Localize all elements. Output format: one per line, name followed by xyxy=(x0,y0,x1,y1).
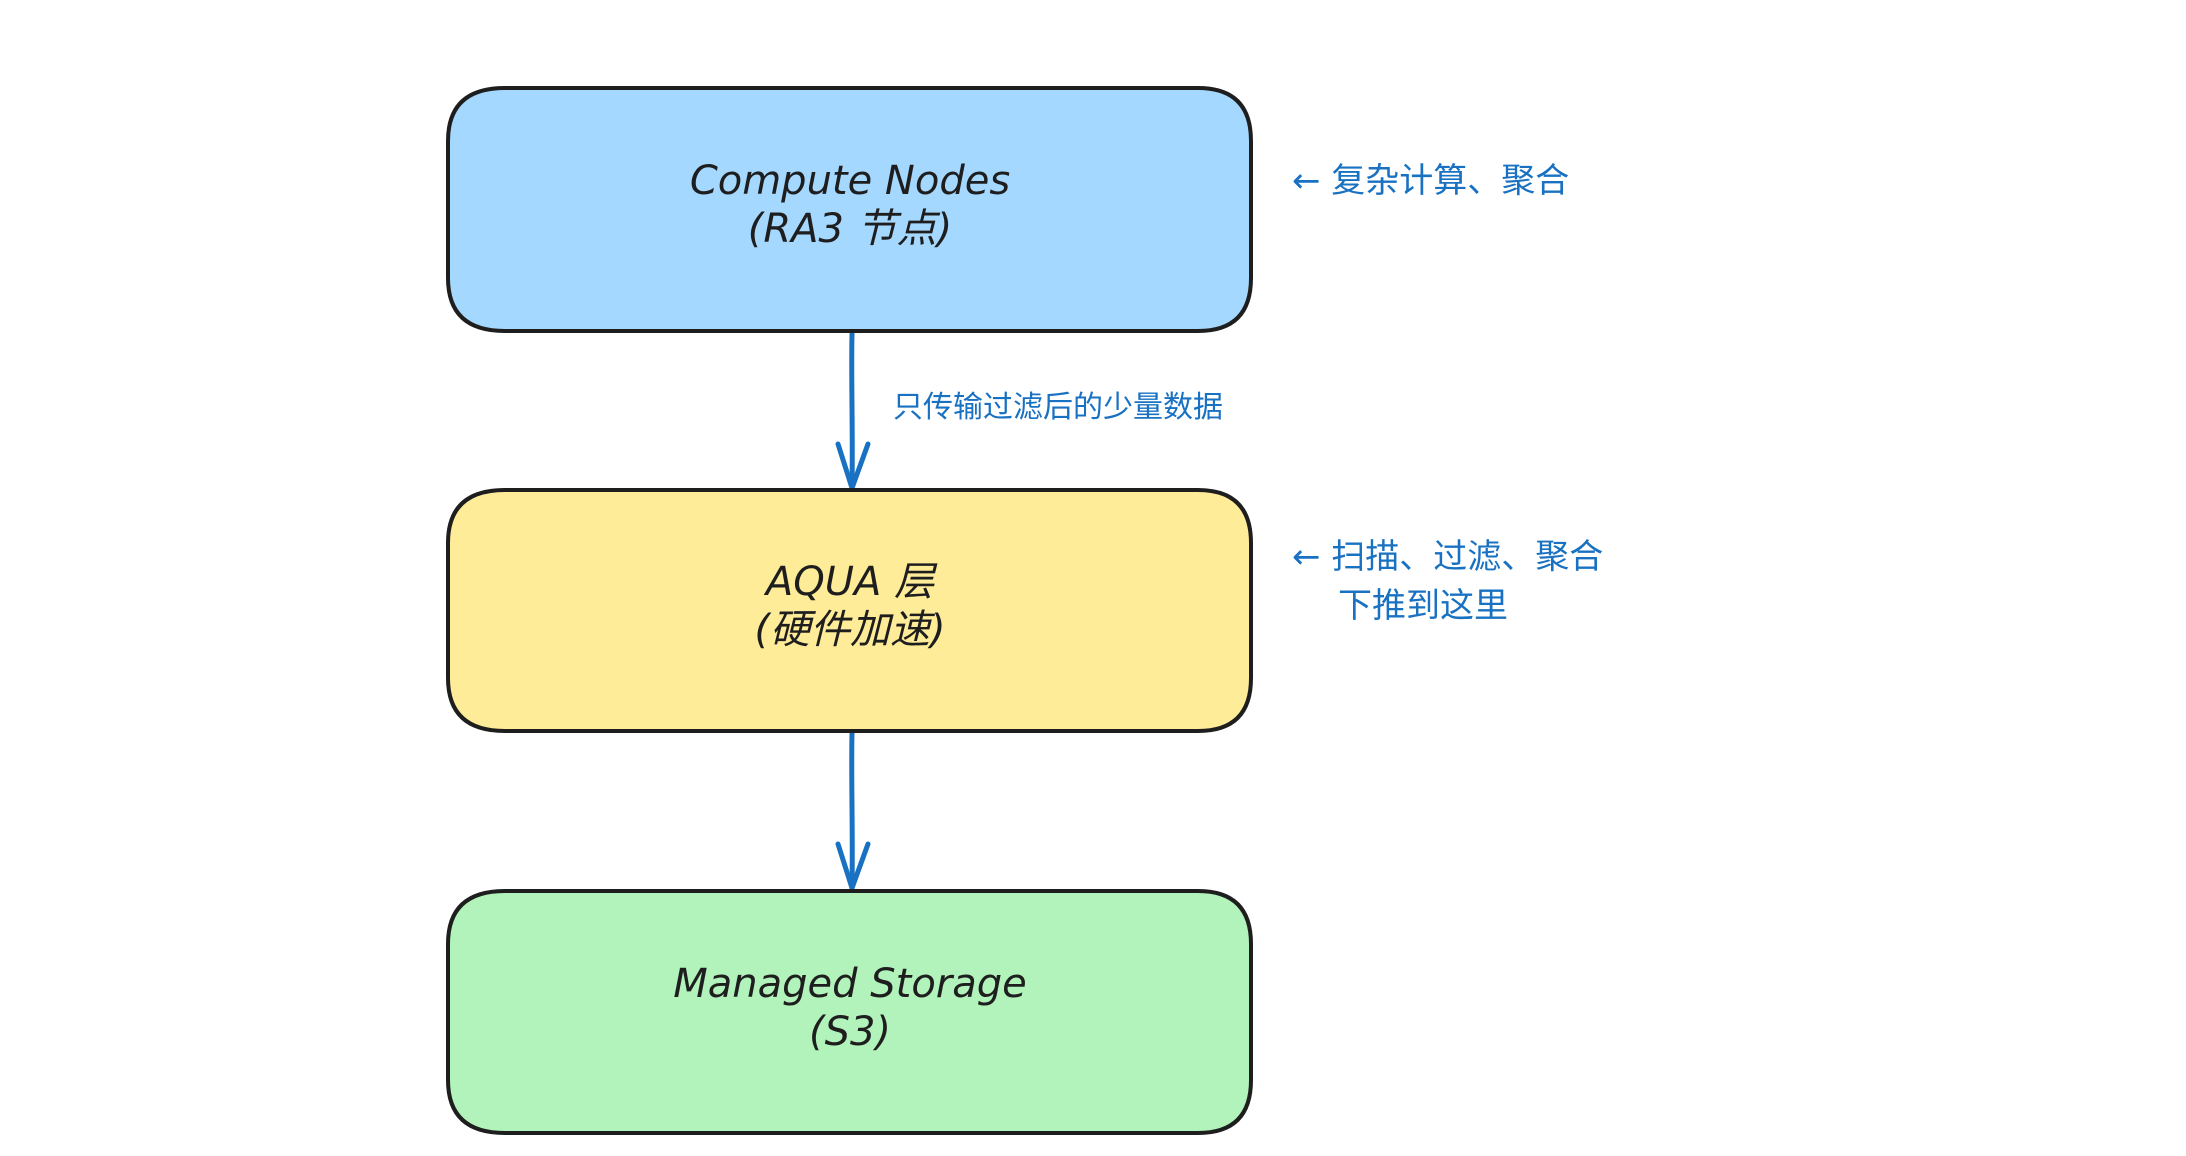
node-storage[interactable]: Managed Storage (S3) xyxy=(446,889,1253,1135)
node-compute[interactable]: Compute Nodes (RA3 节点) xyxy=(446,86,1253,333)
node-box xyxy=(446,488,1253,733)
annotation-line: 下推到这里 xyxy=(1338,586,1508,626)
node-aqua[interactable]: AQUA 层 (硬件加速) xyxy=(446,488,1253,733)
edge-compute-to-aqua: 只传输过滤后的少量数据 xyxy=(835,331,1223,491)
node-title: Compute Nodes xyxy=(690,158,1010,204)
annotation-line: ← 复杂计算、聚合 xyxy=(1292,161,1569,201)
node-title: Managed Storage xyxy=(673,961,1027,1007)
edge-label: 只传输过滤后的少量数据 xyxy=(893,390,1223,425)
annotation-aqua: ← 扫描、过滤、聚合 下推到这里 xyxy=(1292,537,1603,626)
annotation-compute: ← 复杂计算、聚合 xyxy=(1292,161,1569,201)
node-box xyxy=(446,889,1253,1135)
edge-line xyxy=(849,331,855,491)
annotation-line: ← 扫描、过滤、聚合 xyxy=(1292,537,1603,577)
node-title: AQUA 层 xyxy=(763,559,938,605)
node-subtitle: (RA3 节点) xyxy=(748,206,953,252)
edge-aqua-to-storage xyxy=(835,730,871,891)
edge-line xyxy=(849,730,855,891)
node-box xyxy=(446,86,1253,333)
arrowhead-icon xyxy=(835,841,871,891)
node-subtitle: (硬件加速) xyxy=(754,607,945,653)
node-subtitle: (S3) xyxy=(809,1009,891,1055)
